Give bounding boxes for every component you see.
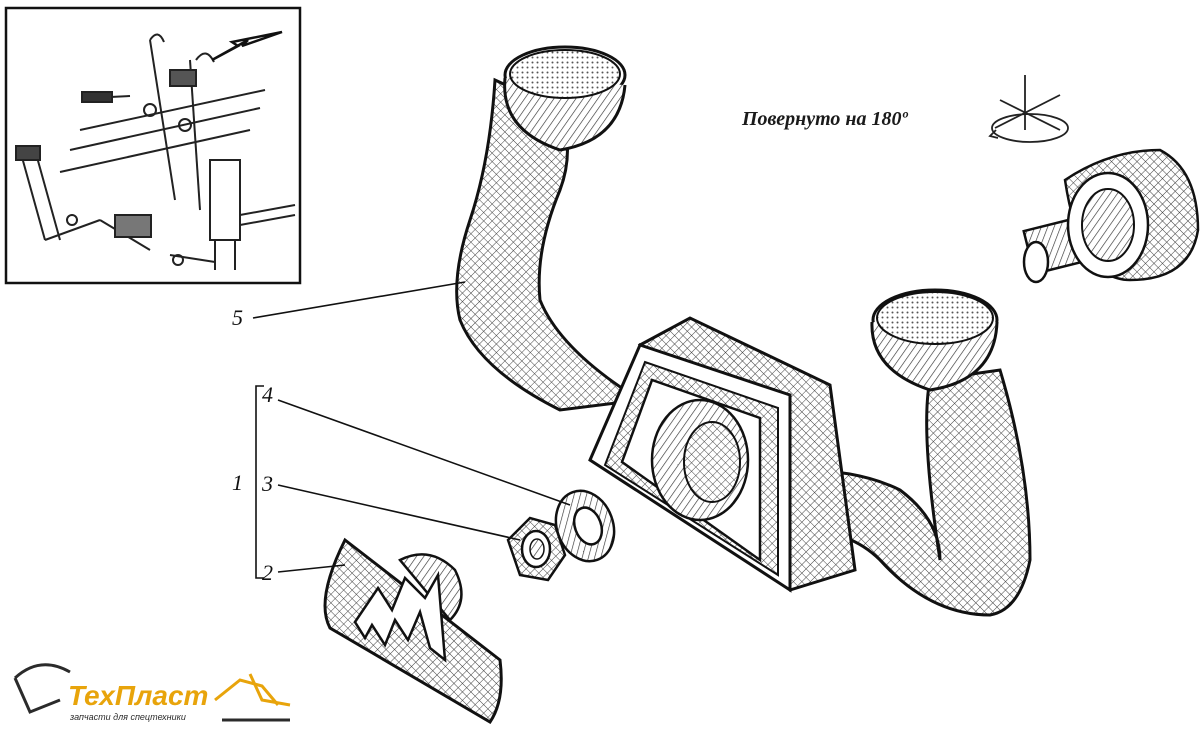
logo-emboss-icon <box>353 570 447 663</box>
callout-3: 3 <box>261 471 273 496</box>
handle-part <box>455 45 1032 617</box>
rotation-axes-icon <box>988 75 1069 143</box>
rotation-note: Повернуто на 180º <box>741 108 909 130</box>
brand-name: ТехПласт <box>68 680 208 711</box>
leader-lines <box>252 281 571 579</box>
washer-part <box>554 489 616 563</box>
excavator-logo-icon <box>13 663 291 722</box>
bolt-part <box>1022 148 1200 284</box>
callout-1: 1 <box>232 470 243 495</box>
callout-2: 2 <box>262 560 273 585</box>
callout-5: 5 <box>232 305 243 330</box>
arrow-icon <box>211 30 283 62</box>
nut-part <box>506 516 567 582</box>
brand-logo: ТехПласт запчасти для спецтехники <box>13 663 291 722</box>
inset-panel <box>4 6 302 285</box>
brand-tagline: запчасти для спецтехники <box>69 712 186 722</box>
cap-part <box>323 537 503 725</box>
callout-4: 4 <box>262 382 273 407</box>
tractor-linkage-icon <box>15 33 296 270</box>
